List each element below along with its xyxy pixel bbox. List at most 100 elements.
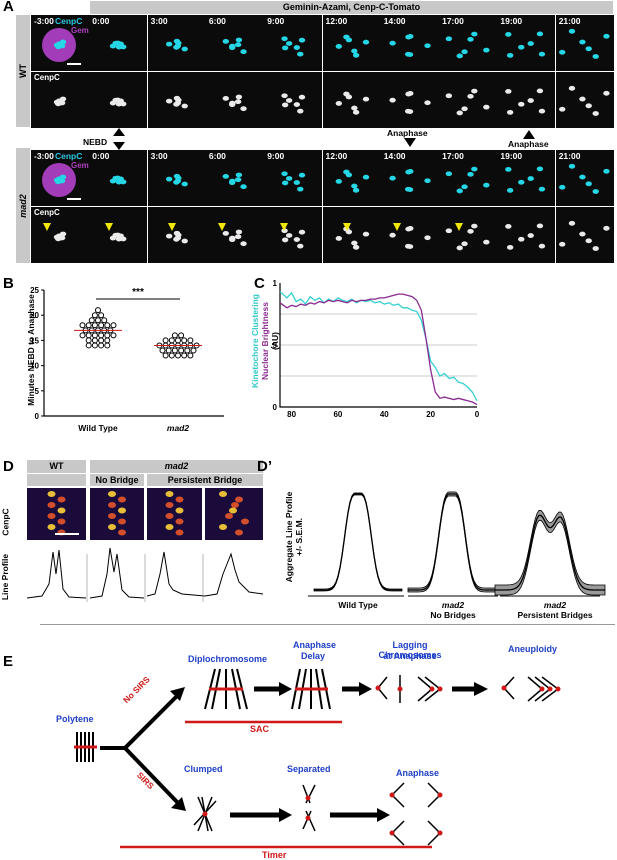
panel-d2-cat-mad2-a: mad2 <box>441 600 465 610</box>
panel-d2-mean-line <box>494 514 606 591</box>
section-divider <box>40 624 615 625</box>
anaphase-marker-wt-label: Anaphase <box>508 139 549 149</box>
panel-c-ytick-label: 0 <box>273 403 278 412</box>
panel-c-ylabel-kinetochore: Kinetochore Clustering <box>250 294 260 388</box>
wt-frame-cenpc <box>147 72 206 128</box>
panel-b-ytick-label: 10 <box>30 362 39 371</box>
panel-c-ylabel-group: Kinetochore Clustering Nuclear Brightnes… <box>233 294 373 388</box>
panel-b-point <box>181 337 188 344</box>
panel-d-wt-header: WT <box>27 460 86 473</box>
panel-e-schematic <box>74 668 561 849</box>
wt-row-label: WT <box>18 64 28 78</box>
anaphase-mad2-arrow <box>404 138 416 147</box>
panel-b-ylabel: Minutes NEBD to Anaphase <box>26 294 36 406</box>
diplochromosome-icon <box>204 668 248 710</box>
panel-b-point <box>91 322 98 329</box>
mad2-frame-cenpc <box>205 207 264 263</box>
separated-icon <box>302 784 316 832</box>
panel-d-persistent-bridge-header: Persistent Bridge <box>147 474 263 486</box>
panel-c-xtick-label: 40 <box>380 410 389 417</box>
panel-d-kinetochore-image <box>147 488 202 540</box>
mad2-frame-color: 17:00 <box>439 150 498 206</box>
scale-bar <box>67 63 81 65</box>
nebd-double-arrow <box>113 128 125 150</box>
panel-d-profile-line <box>27 549 87 599</box>
panel-b-ytick-label: 0 <box>35 412 40 421</box>
panel-d-line-profile-label: Line Profile <box>0 553 11 601</box>
panel-d2-cat-persistent-bridges: Persistent Bridges <box>517 610 593 620</box>
panel-b-axes <box>43 290 224 417</box>
mad2-frame-color: 12:00 <box>322 150 381 206</box>
wt-frame-cenpc <box>89 72 148 128</box>
wt-frame-color: 21:00 <box>555 15 614 71</box>
mad2-frame-cenpc <box>380 207 439 263</box>
panel-b-point <box>88 317 95 324</box>
panel-d2-mean-line <box>407 493 497 591</box>
wt-frame-color: 19:00 <box>497 15 556 71</box>
anaphase-delay-label-1: Anaphase <box>293 640 337 650</box>
panel-a-title: Geminin-Azami, Cenp-C-Tomato <box>90 1 613 14</box>
frame-time-label: 9:00 <box>267 16 285 26</box>
panel-d2-cat-no-bridges: No Bridges <box>430 610 476 620</box>
frame-time-label: 14:00 <box>383 151 406 161</box>
panel-d-wt-subheader <box>27 474 86 486</box>
panel-d-profile-line <box>89 547 145 599</box>
wt-frame-color: 6:00 <box>205 15 264 71</box>
mad2-frame-cenpc: CenpC <box>31 207 89 263</box>
mad2-frame-cenpc <box>89 207 148 263</box>
panel-b-category-label: Wild Type <box>78 423 118 433</box>
panel-c-axes <box>279 283 477 408</box>
panel-c-series-line <box>279 293 478 406</box>
panel-b-point <box>91 342 98 349</box>
aneuploidy-label: Aneuploidy <box>508 644 557 654</box>
anaphase-marker-mad2-label: Anaphase <box>387 128 428 138</box>
panel-b-point <box>162 337 169 344</box>
channel-label-cenpc: CenpC <box>55 151 83 161</box>
mad2-frame-cenpc <box>264 207 323 263</box>
panel-d-profile-line <box>146 551 206 597</box>
wt-frame-cenpc: CenpC <box>31 72 89 128</box>
panel-b-point <box>98 322 105 329</box>
frame-time-label: 14:00 <box>383 16 406 26</box>
panel-c-xtick-label: 60 <box>333 410 342 417</box>
mad2-row-label-bar: mad2 <box>16 148 30 263</box>
frame-time-label: 21:00 <box>558 16 581 26</box>
panel-b-point <box>168 352 175 359</box>
panel-b-point <box>98 337 105 344</box>
mad2-frame-cenpc <box>497 207 556 263</box>
panel-b-point <box>104 332 111 339</box>
frame-time-label: 9:00 <box>267 151 285 161</box>
panel-d2-aggregate-profiles <box>308 491 606 597</box>
wt-frame-color: 12:00 <box>322 15 381 71</box>
separated-label: Separated <box>287 764 331 774</box>
timer-label: Timer <box>262 850 287 860</box>
panel-d2-label: D’ <box>257 458 272 475</box>
panel-c-xtick-label: 0 <box>475 410 480 417</box>
channel-label-cenpc: CenpC <box>55 16 83 26</box>
frame-time-label: 17:00 <box>442 16 464 26</box>
panel-b-point <box>171 332 178 339</box>
panel-e-label: E <box>3 653 14 670</box>
panel-d-label: D <box>3 458 14 475</box>
wt-frame-color: 17:00 <box>439 15 498 71</box>
panel-d-kinetochore-image <box>205 488 263 540</box>
lagging-label-1: Lagging Chromosomes <box>378 640 442 660</box>
panel-d-kinetochore-image <box>27 488 86 540</box>
mad2-frame-color: 3:00 <box>147 150 206 206</box>
mad2-frame-color: 14:00 <box>380 150 439 206</box>
panel-b-point <box>101 317 108 324</box>
panel-a-label: A <box>3 0 14 15</box>
panel-b-point <box>190 347 197 354</box>
panel-b-point <box>187 337 194 344</box>
panel-d2-sem-band <box>494 509 606 596</box>
anaphase-delay-label-2: Delay <box>300 651 326 661</box>
panel-b-point <box>178 332 185 339</box>
frame-time-label: 12:00 <box>325 16 348 26</box>
panel-b-point <box>184 347 191 354</box>
wt-frame-color: 9:00 <box>264 15 323 71</box>
anaphase-icon <box>389 782 443 846</box>
wt-frame-color: 3:00 <box>147 15 206 71</box>
